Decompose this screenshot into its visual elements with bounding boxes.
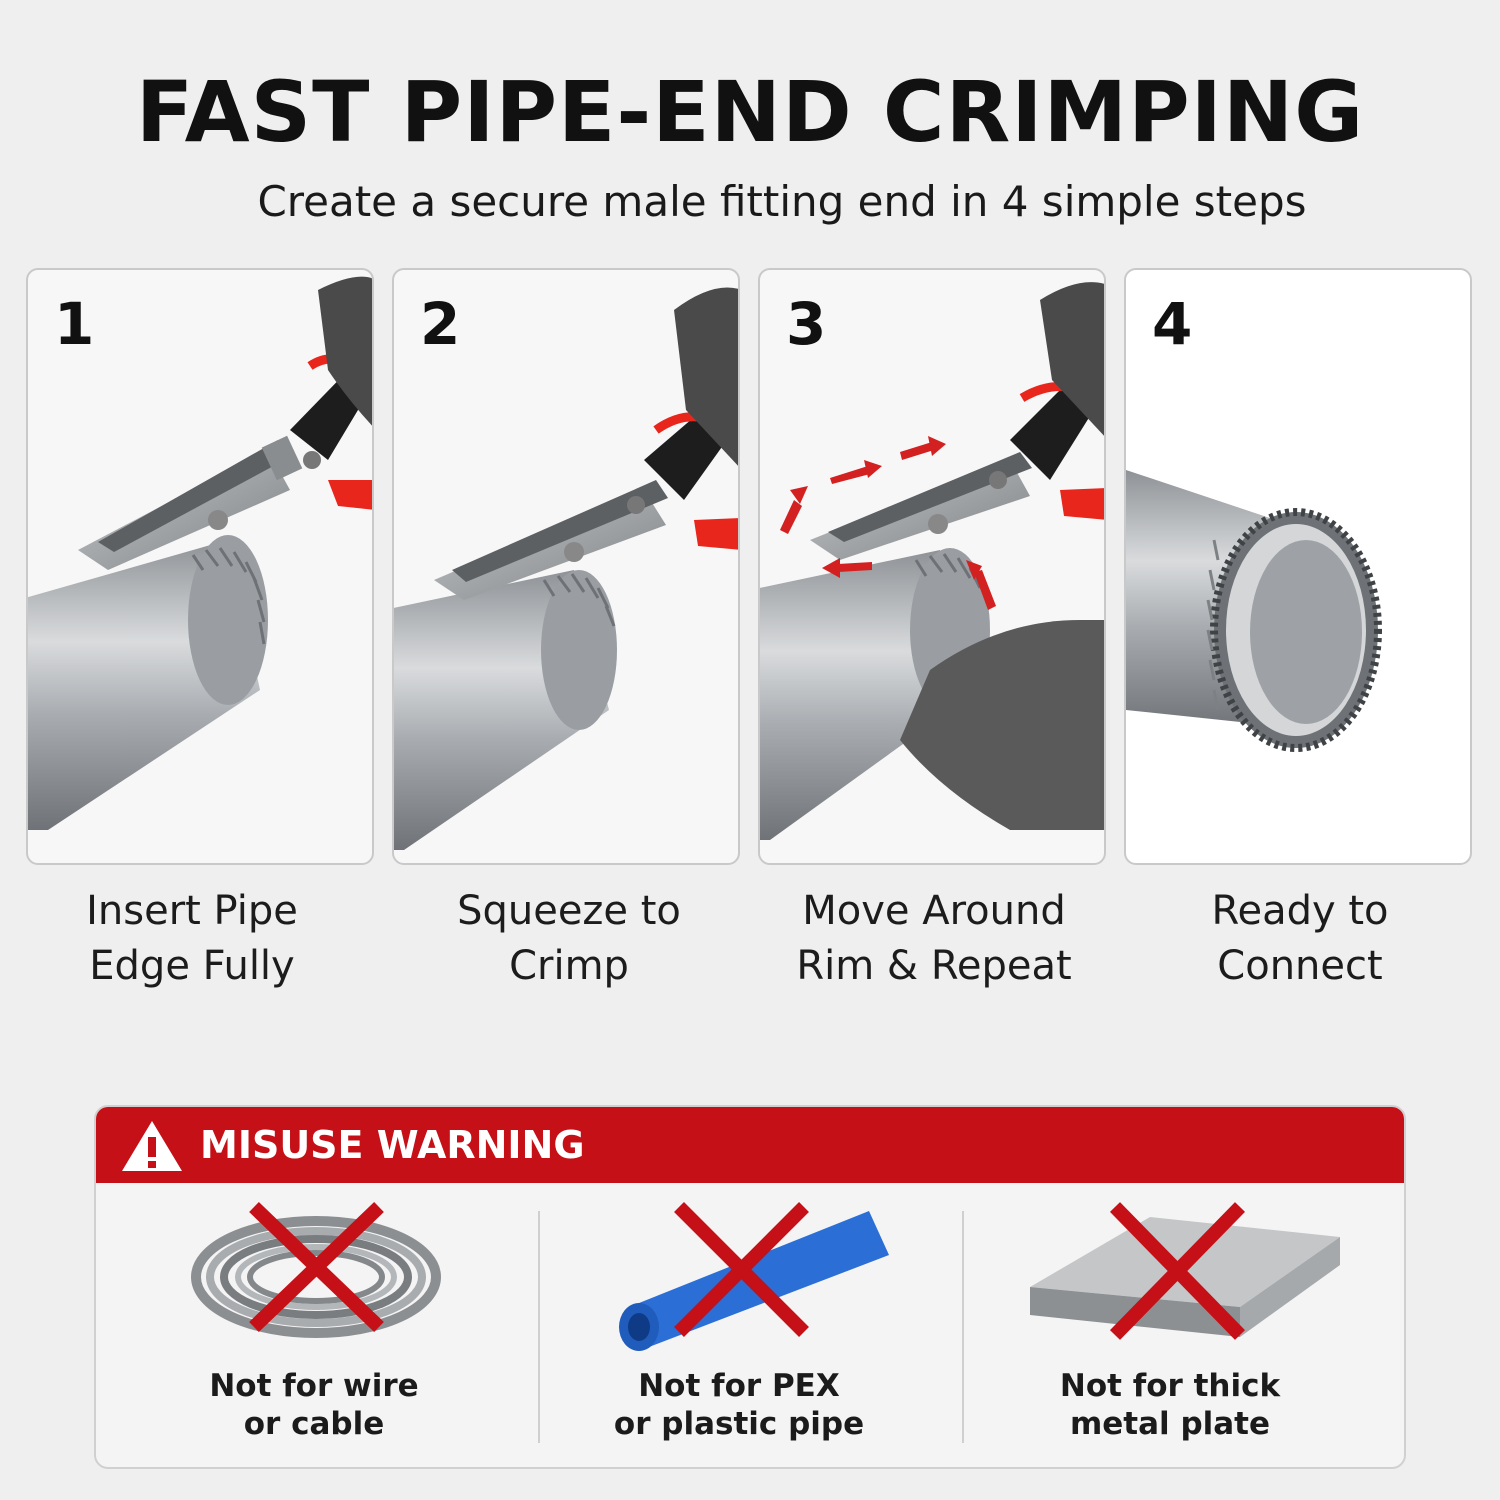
warning-text: Not for thick metal plate bbox=[960, 1367, 1380, 1443]
crimper-rotate-illustration bbox=[760, 282, 1104, 840]
caption-line: Crimp bbox=[509, 943, 629, 989]
warning-line: Not for wire bbox=[209, 1368, 419, 1404]
misuse-warning-box: MISUSE WARNING Not for wire or cable Not… bbox=[94, 1105, 1406, 1469]
step-panel-3: 3 bbox=[758, 268, 1106, 865]
divider bbox=[538, 1211, 540, 1443]
step-number: 1 bbox=[54, 290, 95, 358]
warning-text: Not for PEX or plastic pipe bbox=[529, 1367, 949, 1443]
step-panel-1: 1 bbox=[26, 268, 374, 865]
step-caption-1: Insert Pipe Edge Fully bbox=[12, 884, 372, 994]
step-number: 2 bbox=[420, 290, 461, 358]
caption-line: Ready to bbox=[1211, 888, 1389, 934]
page-title: FAST PIPE-END CRIMPING bbox=[135, 63, 1365, 161]
warning-line: or plastic pipe bbox=[613, 1406, 865, 1442]
warning-line: or cable bbox=[243, 1406, 385, 1442]
warning-triangle-icon bbox=[122, 1121, 182, 1171]
warning-line: metal plate bbox=[1069, 1406, 1271, 1442]
warning-line: Not for PEX bbox=[638, 1368, 840, 1404]
caption-line: Insert Pipe bbox=[86, 888, 298, 934]
rotation-arrows bbox=[780, 436, 996, 610]
step-number: 3 bbox=[786, 290, 827, 358]
warning-header: MISUSE WARNING bbox=[96, 1107, 1404, 1183]
step-caption-2: Squeeze to Crimp bbox=[389, 884, 749, 994]
step-caption-4: Ready to Connect bbox=[1120, 884, 1480, 994]
warning-item-pex: Not for PEX or plastic pipe bbox=[529, 1197, 949, 1457]
caption-line: Rim & Repeat bbox=[796, 943, 1072, 989]
step-panel-4: 4 bbox=[1124, 268, 1472, 865]
caption-line: Edge Fully bbox=[89, 943, 295, 989]
warning-item-metal-plate: Not for thick metal plate bbox=[960, 1197, 1380, 1457]
caption-line: Move Around bbox=[802, 888, 1066, 934]
warning-text: Not for wire or cable bbox=[104, 1367, 524, 1443]
step-number: 4 bbox=[1152, 290, 1193, 358]
wire-coil-icon bbox=[191, 1201, 441, 1338]
page-subtitle: Create a secure male fitting end in 4 si… bbox=[257, 177, 1307, 226]
step-panel-2: 2 bbox=[392, 268, 740, 865]
crimper-on-pipe-illustration bbox=[28, 276, 372, 830]
step-caption-3: Move Around Rim & Repeat bbox=[754, 884, 1114, 994]
divider bbox=[962, 1211, 964, 1443]
warning-item-wire: Not for wire or cable bbox=[104, 1197, 524, 1457]
crimped-pipe-illustration bbox=[1126, 470, 1382, 752]
crimper-squeeze-illustration bbox=[394, 287, 738, 850]
pex-pipe-icon bbox=[619, 1202, 889, 1351]
caption-line: Squeeze to bbox=[457, 888, 681, 934]
warning-title: MISUSE WARNING bbox=[200, 1123, 585, 1167]
warning-line: Not for thick bbox=[1059, 1368, 1281, 1404]
metal-plate-icon bbox=[1030, 1202, 1340, 1340]
caption-line: Connect bbox=[1217, 943, 1383, 989]
